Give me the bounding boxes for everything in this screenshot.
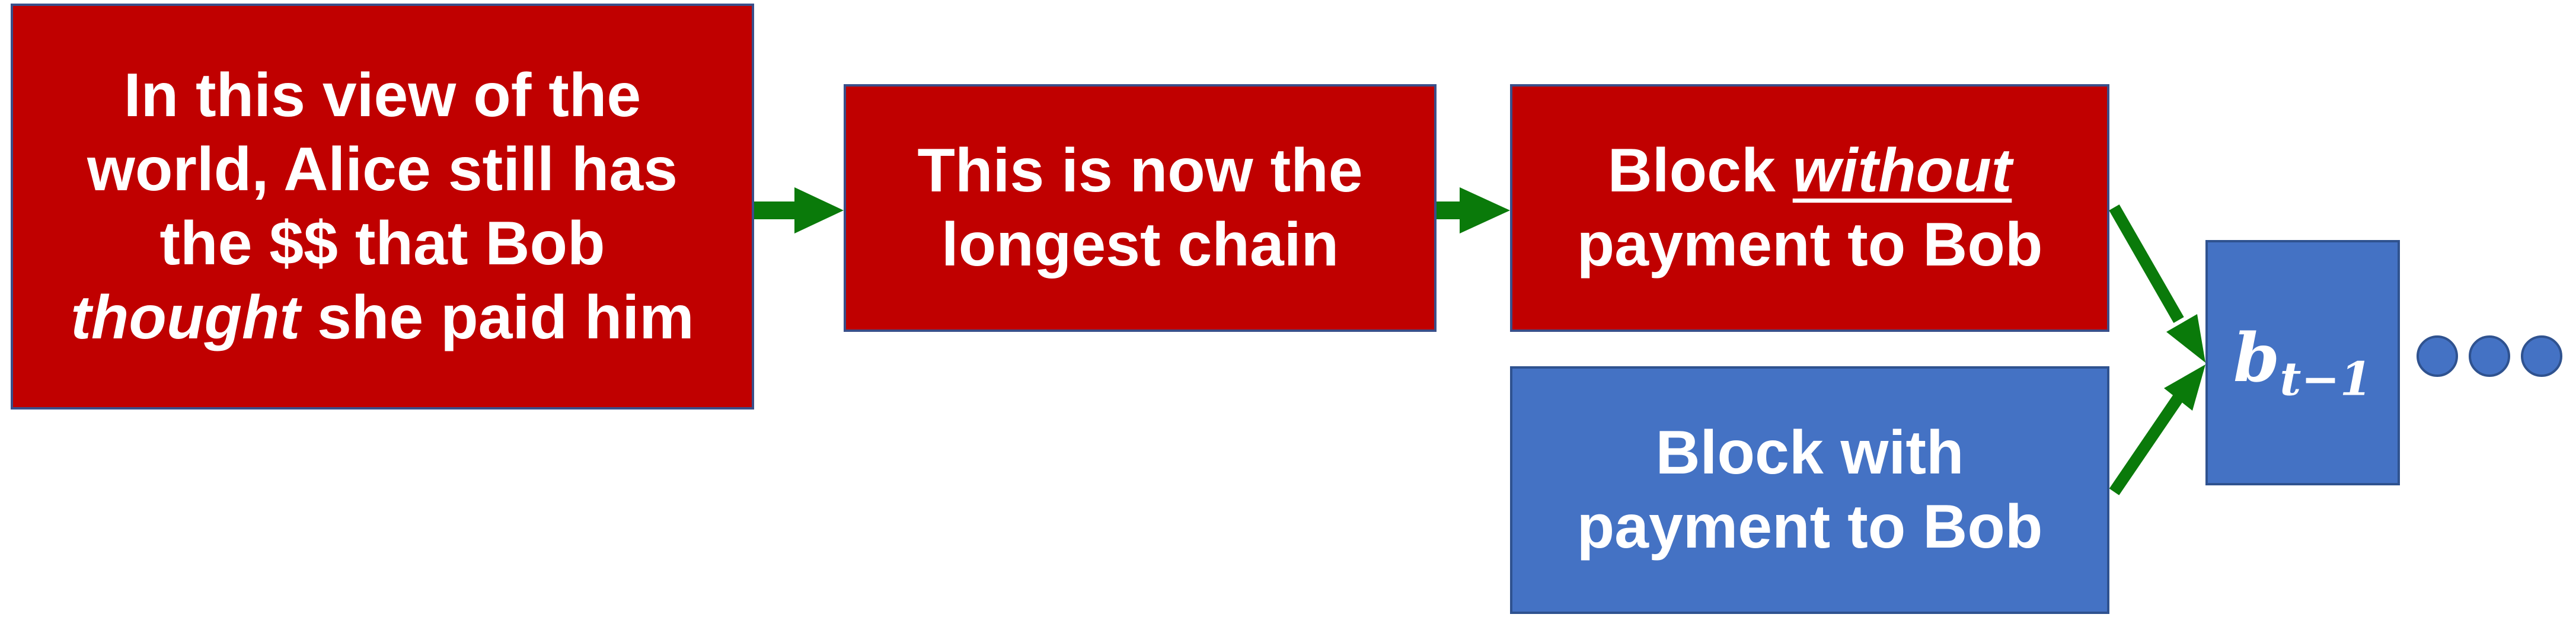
block-without-payment: Block without payment to Bob bbox=[1510, 84, 2109, 332]
without-emphasis: without bbox=[1792, 136, 2012, 205]
arrow-without-to-prev bbox=[2109, 204, 2184, 323]
previous-block: bt−1 bbox=[2205, 240, 2400, 485]
with-line-1: Block with bbox=[1655, 418, 1964, 487]
with-line-2: payment to Bob bbox=[1576, 492, 2043, 561]
without-line-1: Block without bbox=[1577, 134, 2043, 208]
arrowhead-without-to-prev bbox=[2166, 314, 2205, 363]
alice-line-4-rest: she paid him bbox=[300, 283, 694, 352]
alice-view-block: In this view of the world, Alice still h… bbox=[11, 4, 754, 410]
alice-line-3: the $$ that Bob bbox=[159, 209, 605, 278]
arrowhead-with-to-prev bbox=[2164, 364, 2205, 411]
without-line-2: payment to Bob bbox=[1576, 210, 2043, 279]
arrow-longest-to-without bbox=[1437, 187, 1510, 233]
block-symbol: b bbox=[2233, 319, 2280, 397]
block-subscript: t−1 bbox=[2280, 352, 2372, 407]
longest-chain-block: This is now the longest chain bbox=[844, 84, 1437, 332]
alice-line-2: world, Alice still has bbox=[87, 135, 678, 204]
arrow-with-to-prev bbox=[2109, 394, 2184, 495]
longest-line-2: longest chain bbox=[941, 210, 1339, 279]
continuation-dot-1 bbox=[2417, 335, 2458, 377]
alice-line-1: In this view of the bbox=[123, 60, 641, 130]
block-with-payment: Block with payment to Bob bbox=[1510, 366, 2109, 614]
continuation-dot-3 bbox=[2521, 335, 2562, 377]
longest-line-1: This is now the bbox=[917, 136, 1363, 205]
continuation-dot-2 bbox=[2469, 335, 2510, 377]
previous-block-label: bt−1 bbox=[2233, 319, 2372, 406]
alice-line-4: thought she paid him bbox=[71, 281, 694, 355]
thought-emphasis: thought bbox=[71, 283, 301, 352]
arrow-alice-to-longest bbox=[754, 187, 844, 233]
without-prefix: Block bbox=[1607, 136, 1793, 205]
